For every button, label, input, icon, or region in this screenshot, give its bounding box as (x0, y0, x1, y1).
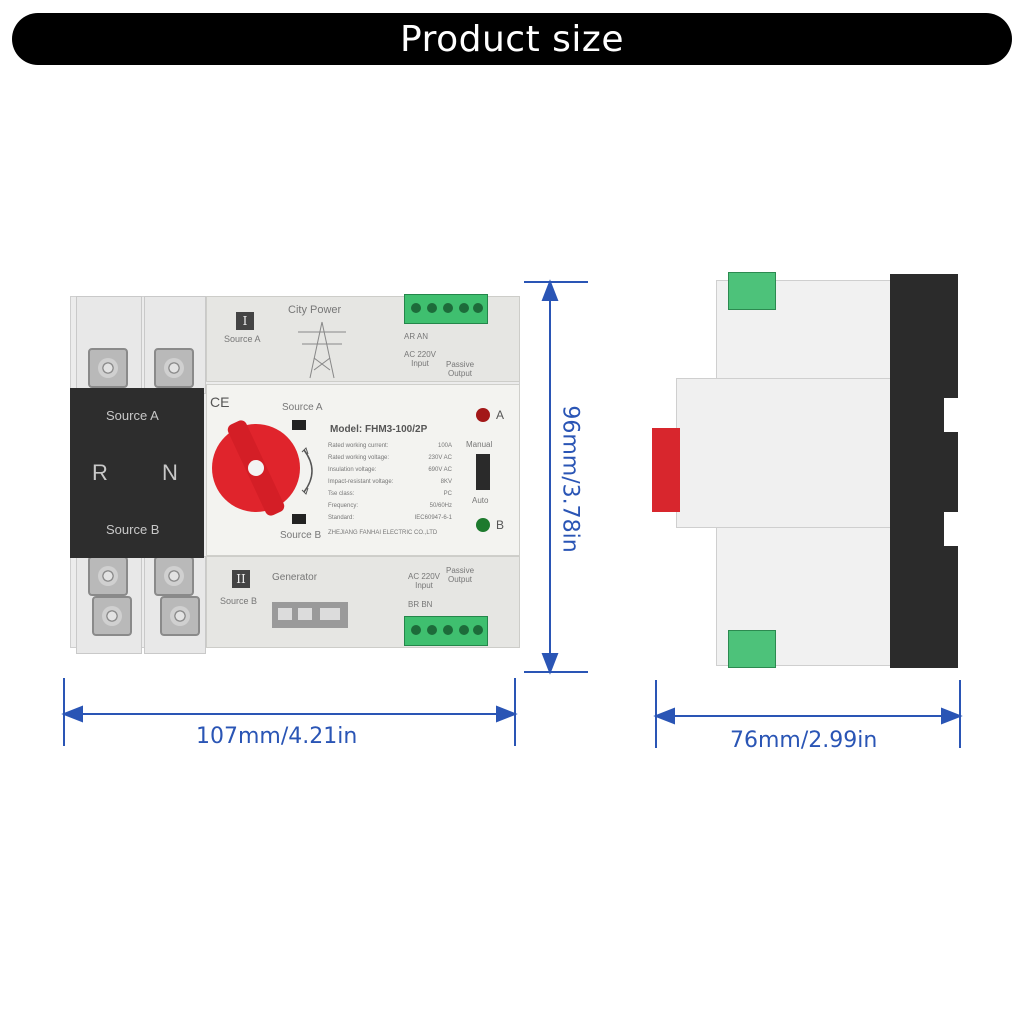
spec-key: Standard: (328, 515, 355, 521)
side-top-terminal (728, 272, 776, 310)
side-knob (652, 428, 680, 512)
screw-icon (160, 596, 200, 636)
bottom-terminal-block (404, 616, 488, 646)
bottom-source-b-label: Source B (220, 596, 258, 606)
spec-key: Frequency: (328, 503, 359, 509)
spec-value: 690V AC (428, 467, 452, 473)
spec-value: 230V AC (428, 455, 452, 461)
side-din-rail-clip (890, 274, 958, 668)
bottom-passive-output-label: Passive Output (446, 566, 475, 584)
model-label: Model: FHM3-100/2P (330, 424, 428, 435)
side-bottom-terminal (728, 630, 776, 668)
top-terminal-block (404, 294, 488, 324)
top-terminal-labels: AR AN (404, 332, 429, 341)
spec-key: Impact-resistant voltage: (328, 479, 394, 485)
plate-r-label: R (92, 460, 108, 485)
spec-key: Rated working voltage: (328, 455, 390, 461)
city-power-label: City Power (288, 304, 342, 316)
source-b-lamp (476, 518, 490, 532)
generator-icon (272, 602, 348, 628)
spec-key: Rated working current: (328, 443, 389, 449)
side-din-notch-bottom (944, 512, 964, 546)
spec-value: 100A (437, 443, 452, 449)
title-banner: Product size (12, 13, 1012, 65)
side-din-notch-top (944, 398, 964, 432)
top-input-label: AC 220V Input (404, 350, 437, 368)
spec-value: 50/60Hz (429, 503, 452, 509)
plate-source-a-label: Source A (106, 408, 159, 423)
spec-value: PC (443, 491, 452, 497)
screw-icon (88, 348, 128, 388)
rotation-arrow-icon (301, 447, 313, 495)
spec-row: Insulation voltage: 690V AC (328, 464, 452, 476)
spec-row: Rated working current: 100A (328, 440, 452, 452)
panel-source-a-label: Source A (282, 402, 323, 413)
screw-icon (154, 348, 194, 388)
auto-label: Auto (472, 496, 489, 505)
plate-source-b-label: Source B (106, 522, 160, 537)
bottom-terminal-labels: BR BN (408, 600, 433, 609)
top-source-a-label: Source A (224, 334, 261, 344)
manual-auto-switch[interactable] (476, 454, 490, 490)
screw-icon (92, 596, 132, 636)
spec-row: Standard: IEC60947-6-1 (328, 512, 452, 524)
front-width-dimension-label: 107mm/4.21in (196, 724, 358, 749)
source-b-indicator-window (292, 514, 306, 524)
spec-row: Impact-resistant voltage: 8KV (328, 476, 452, 488)
power-tower-icon (298, 321, 346, 379)
spec-row: Frequency: 50/60Hz (328, 500, 452, 512)
spec-row: Rated working voltage: 230V AC (328, 452, 452, 464)
manual-label: Manual (466, 440, 493, 449)
height-dimension-label: 96mm/3.78in (557, 405, 583, 553)
rotary-switch-knob[interactable] (206, 416, 306, 520)
lamp-a-label: A (496, 408, 505, 422)
spec-value: 8KV (440, 479, 452, 485)
spec-value: IEC60947-6-1 (414, 515, 452, 521)
generator-label: Generator (272, 572, 318, 583)
source-a-lamp (476, 408, 490, 422)
source-i-badge: I (236, 312, 254, 330)
lamp-b-label: B (496, 518, 505, 532)
banner-title: Product size (400, 18, 624, 60)
source-a-indicator-window (292, 420, 306, 430)
spec-key: Tse class: (328, 491, 355, 497)
screw-icon (154, 556, 194, 596)
bottom-input-label: AC 220V Input (408, 572, 441, 590)
manufacturer-label: ZHEJIANG FANHAI ELECTRIC CO.,LTD (328, 530, 438, 536)
source-ii-badge: II (232, 570, 250, 588)
terminal-cover-plate: Source A R N Source B (70, 388, 204, 558)
spec-key: Insulation voltage: (328, 467, 377, 473)
spec-row: Tse class: PC (328, 488, 452, 500)
ce-mark: CE (210, 394, 230, 410)
panel-source-b-label: Source B (280, 530, 322, 541)
top-passive-output-label: Passive Output (446, 360, 475, 378)
side-device-front-step (676, 378, 898, 528)
plate-n-label: N (162, 460, 178, 485)
side-width-dimension-label: 76mm/2.99in (730, 728, 878, 753)
